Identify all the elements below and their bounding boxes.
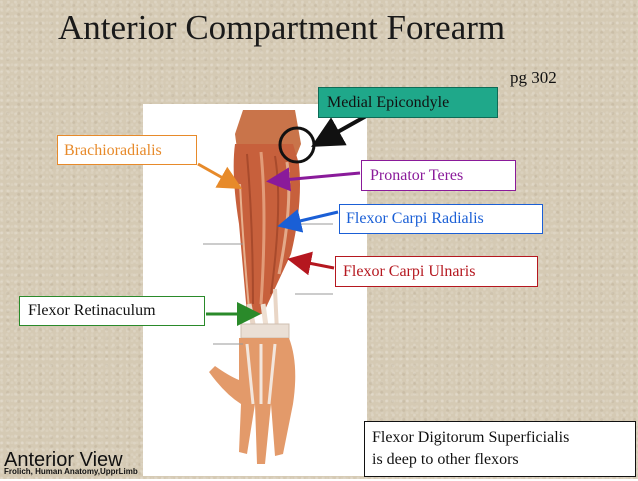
label-brachioradialis: Brachioradialis [57, 135, 197, 165]
credit-text: Frolich, Human Anatomy,UpprLimb [4, 467, 138, 476]
view-label: Anterior View [4, 449, 123, 471]
brachioradialis-arrow [197, 162, 243, 189]
label-flexor-retinaculum: Flexor Retinaculum [19, 296, 205, 326]
flexor-carpi-ulnaris-arrow [287, 251, 335, 276]
medial-epicondyle-circle [278, 126, 316, 164]
medial-epicondyle-arrow [311, 113, 369, 147]
flexor-carpi-radialis-arrow [277, 209, 339, 233]
pronator-teres-arrow [266, 167, 361, 192]
label-medial-epicondyle: Medial Epicondyle [318, 87, 498, 118]
forearm-illustration-panel [143, 104, 367, 476]
slide-title: Anterior Compartment Forearm [58, 8, 506, 47]
note-line-1: Flexor Digitorum Superficialis [372, 429, 570, 446]
note-line-2: is deep to other flexors [372, 451, 519, 469]
label-pronator-teres: Pronator Teres [361, 160, 516, 191]
fds-note-box: Flexor Digitorum Superficialis is deep t… [364, 421, 636, 477]
page-reference: pg 302 [510, 68, 557, 87]
label-flexor-carpi-radialis: Flexor Carpi Radialis [339, 204, 543, 234]
label-flexor-carpi-ulnaris: Flexor Carpi Ulnaris [335, 256, 538, 287]
